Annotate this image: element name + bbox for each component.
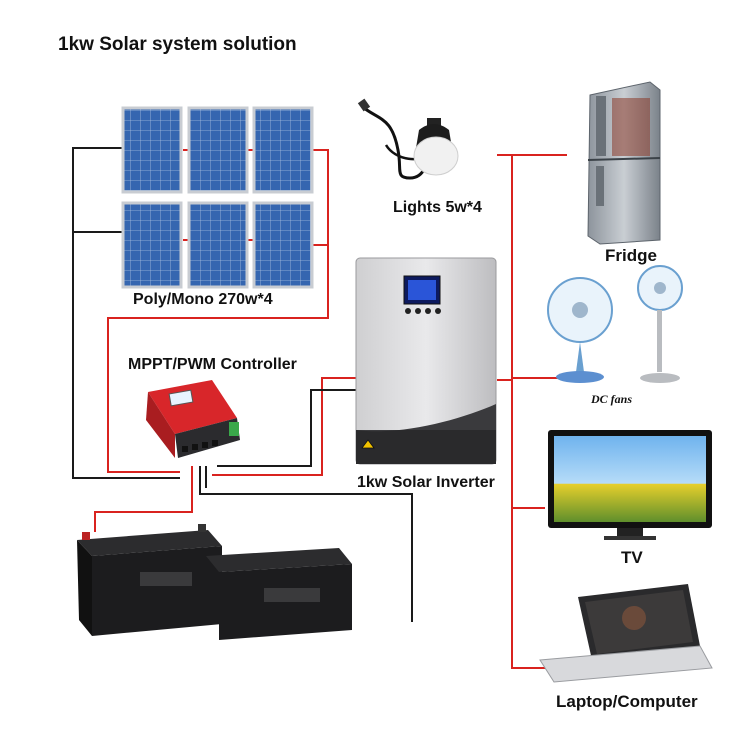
light-bulb-icon — [357, 98, 459, 180]
lights-label: Lights 5w*4 — [393, 199, 482, 216]
page-title: 1kw Solar system solution — [58, 34, 297, 55]
controller-label: MPPT/PWM Controller — [128, 356, 297, 373]
fans-label: DC fans — [591, 392, 633, 406]
inverter-icon — [355, 257, 497, 465]
fridge-icon — [587, 81, 661, 245]
charge-controller-icon — [146, 380, 240, 458]
solar-panel-icon — [121, 106, 314, 289]
fan-icon — [547, 265, 683, 383]
solar-panel-array — [121, 106, 314, 289]
laptop-icon — [539, 584, 713, 683]
tv-label: TV — [621, 548, 643, 567]
battery-icon — [77, 524, 352, 640]
inverter-label: 1kw Solar Inverter — [357, 474, 495, 491]
tv-icon — [548, 430, 712, 540]
fridge-label: Fridge — [605, 246, 657, 265]
wiring — [72, 147, 567, 669]
panels-label: Poly/Mono 270w*4 — [133, 291, 273, 308]
laptop-label: Laptop/Computer — [556, 692, 698, 711]
